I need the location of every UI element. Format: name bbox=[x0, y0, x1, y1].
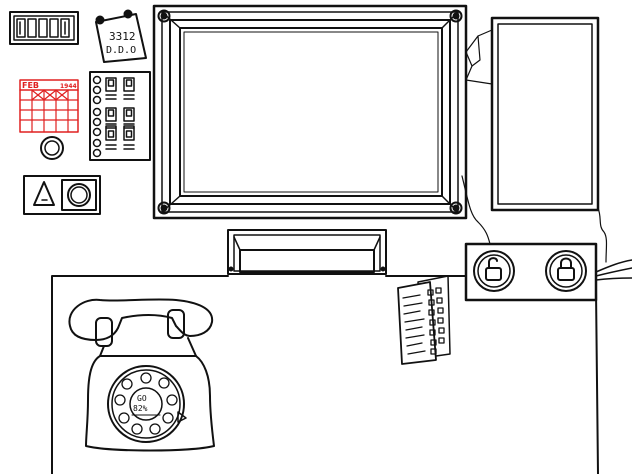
monitor-cable bbox=[461, 175, 491, 245]
desk-drawer[interactable] bbox=[227, 229, 387, 275]
pin-icon bbox=[123, 9, 133, 19]
dial-finger-stop bbox=[177, 411, 187, 423]
note-line-1: 3312 bbox=[109, 30, 136, 43]
dial-center-line-1: GO bbox=[137, 394, 147, 403]
calendar-month: FEB bbox=[22, 81, 39, 90]
note-line-2: D.D.O bbox=[106, 45, 136, 56]
pin-icon bbox=[95, 15, 105, 25]
warning-triangle-icon bbox=[33, 181, 55, 206]
wall-calendar[interactable]: FEB 1944 bbox=[19, 79, 79, 133]
main-monitor[interactable] bbox=[152, 4, 468, 220]
lock-button[interactable] bbox=[545, 250, 587, 292]
dial-holes bbox=[114, 372, 178, 435]
round-wall-button[interactable] bbox=[40, 136, 64, 160]
telephone-handset[interactable] bbox=[68, 298, 214, 347]
toggle-switch-1[interactable] bbox=[105, 77, 117, 100]
wire-bundle bbox=[595, 259, 632, 281]
lock-icon bbox=[557, 257, 575, 281]
document-checkboxes bbox=[427, 287, 445, 355]
unlock-icon bbox=[485, 257, 502, 281]
monitor-screen[interactable] bbox=[183, 31, 439, 193]
calendar-year: 1944 bbox=[60, 83, 77, 90]
calendar-grid bbox=[19, 89, 79, 133]
ticker-digits bbox=[16, 18, 70, 38]
unlock-button[interactable] bbox=[473, 250, 515, 292]
toggle-switch-5[interactable] bbox=[105, 125, 117, 150]
toggle-switch-4[interactable] bbox=[123, 107, 135, 129]
side-monitor-cable bbox=[597, 207, 608, 263]
toggle-switch-3[interactable] bbox=[105, 107, 117, 129]
toggle-switch-6[interactable] bbox=[123, 125, 135, 150]
monitor-bevel-lines bbox=[161, 11, 459, 213]
lock-control-box bbox=[464, 242, 598, 302]
calendar-crossed-days bbox=[32, 90, 68, 100]
rotary-dial[interactable]: GO 82% bbox=[107, 365, 187, 443]
dial-center-line-2: 82% bbox=[133, 404, 148, 413]
telephone-body bbox=[85, 337, 215, 452]
desk bbox=[51, 275, 599, 474]
alarm-panel bbox=[23, 175, 101, 215]
document-text-lines bbox=[402, 294, 426, 355]
document-papers[interactable] bbox=[397, 275, 451, 365]
alarm-button[interactable] bbox=[61, 179, 97, 211]
ticker-display[interactable] bbox=[9, 11, 79, 45]
monitor-screws bbox=[157, 9, 463, 215]
switch-panel bbox=[89, 71, 151, 161]
rotary-telephone[interactable]: GO 82% bbox=[68, 298, 215, 452]
side-monitor[interactable] bbox=[465, 16, 600, 212]
sticky-note[interactable]: 3312 D.D.O bbox=[95, 9, 147, 63]
toggle-switch-2[interactable] bbox=[123, 77, 135, 100]
side-monitor-mount bbox=[465, 29, 493, 85]
indicator-lights bbox=[92, 75, 102, 158]
